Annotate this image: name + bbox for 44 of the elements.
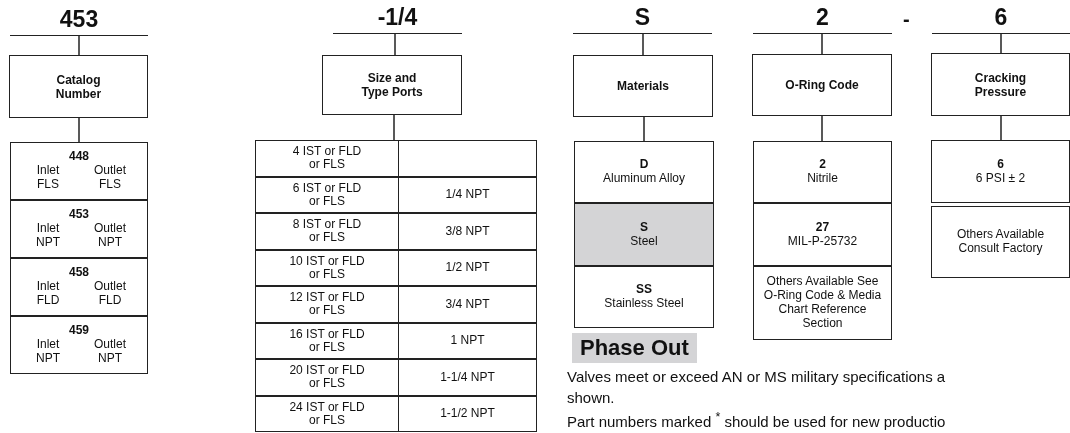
connector-line [394,33,396,56]
separator-dash: - [903,8,910,31]
connector-line [642,33,644,56]
option-cell: 458 Inlet FLD Outlet FLD [10,258,148,316]
connector-line [78,117,80,143]
table-row: 16 IST or FLD or FLS 1 NPT [255,322,537,359]
connector-line [643,116,645,142]
category-box: O-Ring Code [752,54,892,116]
option-cell: 453 Inlet NPT Outlet NPT [10,200,148,258]
category-box: Cracking Pressure [931,53,1070,116]
connector-line [393,114,395,141]
connector-line [821,115,823,142]
option-cell: Others Available Consult Factory [931,206,1070,278]
connector-line [1000,115,1002,141]
note-text: Part numbers marked $^{*}$ should be used for new productio [567,409,947,432]
option-cell: D Aluminum Alloy [574,141,714,203]
table-row: 8 IST or FLD or FLS 3/8 NPT [255,213,537,250]
option-cell: 2 Nitrile [753,141,892,203]
code-heading: 453 [10,2,148,36]
option-cell: SS Stainless Steel [574,266,714,328]
table-row: 6 IST or FLD or FLS 1/4 NPT [255,176,537,213]
option-cell: 6 6 PSI ± 2 [931,140,1070,203]
code-heading: S [573,2,712,34]
table-row: 12 IST or FLD or FLS 3/4 NPT [255,286,537,323]
code-heading: 6 [932,2,1070,34]
category-box: Materials [573,55,713,117]
code-heading: -1/4 [333,2,462,34]
table-row: 4 IST or FLD or FLS [255,140,537,177]
option-cell: 448 Inlet FLS Outlet FLS [10,142,148,200]
connector-line [1000,33,1002,54]
option-cell: 27 MIL-P-25732 [753,203,892,266]
category-box: Catalog Number [9,55,148,118]
shaded-option-cell: S Steel [574,203,714,266]
option-cell: Others Available See O-Ring Code & Media Chart Reference Section [753,266,892,340]
table-row: 20 IST or FLD or FLS 1-1/4 NPT [255,359,537,396]
code-heading: 2 [753,2,892,34]
category-box: Size and Type Ports [322,55,462,115]
connector-line [78,35,80,56]
table-row: 10 IST or FLD or FLS 1/2 NPT [255,249,537,286]
table-row: 24 IST or FLD or FLS 1-1/2 NPT [255,395,537,432]
note-text: Valves meet or exceed AN or MS military specifications a shown. [567,367,947,408]
connector-line [821,33,823,55]
phase-out-legend: Phase Out [572,333,697,363]
option-cell: 459 Inlet NPT Outlet NPT [10,316,148,374]
